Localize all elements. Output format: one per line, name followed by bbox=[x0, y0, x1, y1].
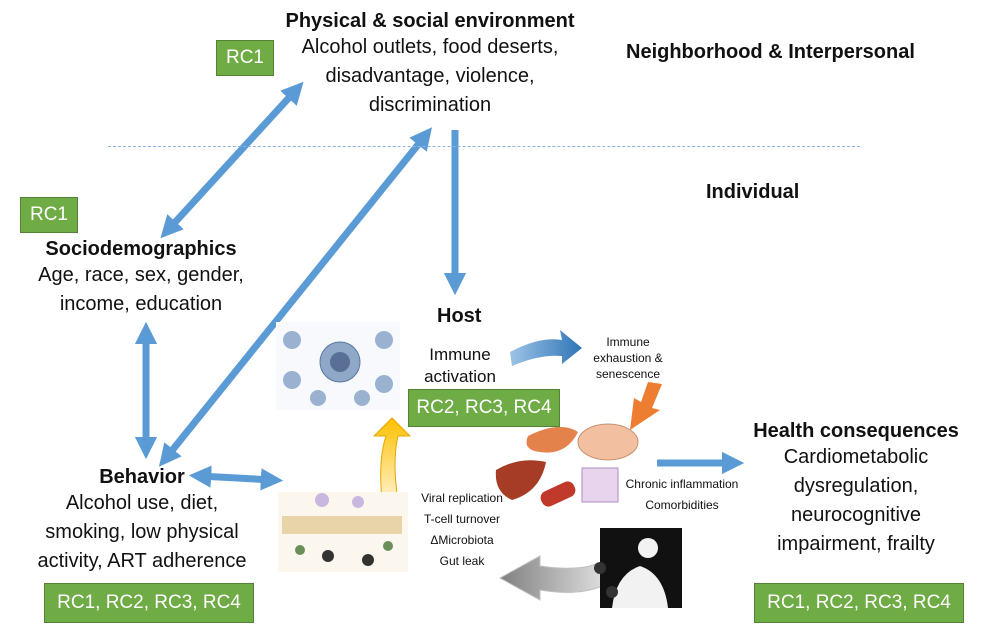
socio-block: Sociodemographics Age, race, sex, gender… bbox=[10, 238, 272, 319]
health-line-4: impairment, frailty bbox=[777, 533, 935, 555]
environment-title: Physical & social environment bbox=[285, 10, 575, 32]
pathway-1: Viral replication bbox=[421, 491, 503, 505]
environment-line-3: discrimination bbox=[368, 94, 492, 116]
environment-line-2: disadvantage, violence, bbox=[325, 65, 535, 87]
health-line-3: neurocognitive bbox=[790, 504, 922, 526]
gut-illustration bbox=[278, 492, 408, 572]
pathway-2: T-cell turnover bbox=[423, 512, 501, 526]
exhaustion-line-3: senescence bbox=[595, 367, 661, 381]
host-line-2: activation bbox=[424, 367, 496, 386]
behavior-gut-arrow bbox=[188, 465, 284, 491]
behavior-badge: RC1, RC2, RC3, RC4 bbox=[44, 583, 254, 623]
env-behavior-arrow bbox=[158, 127, 433, 467]
health-line-2: dysregulation, bbox=[793, 475, 919, 497]
outcomes-label: Chronic inflammation Comorbidities bbox=[620, 474, 744, 516]
health-line-1: Cardiometabolic bbox=[783, 446, 929, 468]
exhaustion-line-1: Immune bbox=[606, 335, 650, 349]
outcome-1: Chronic inflammation bbox=[625, 477, 739, 491]
environment-block: Physical & social environment Alcohol ou… bbox=[260, 10, 600, 120]
pathway-3: ΔMicrobiota bbox=[430, 533, 494, 547]
organs-illustration bbox=[495, 423, 639, 507]
health-title: Health consequences bbox=[753, 420, 959, 442]
host-activation: Immune activation bbox=[412, 344, 508, 388]
pathways-label: Viral replication T-cell turnover ΔMicro… bbox=[416, 488, 508, 572]
blue-curved-arrow bbox=[510, 330, 582, 366]
host-line-1: Immune bbox=[429, 345, 491, 364]
level-neighborhood: Neighborhood & Interpersonal bbox=[626, 41, 915, 63]
outcome-2: Comorbidities bbox=[645, 498, 719, 512]
socio-title: Sociodemographics bbox=[45, 238, 237, 260]
level-individual: Individual bbox=[706, 181, 800, 203]
exhaustion-label: Immune exhaustion & senescence bbox=[578, 334, 678, 382]
health-block: Health consequences Cardiometabolic dysr… bbox=[738, 420, 974, 559]
health-badge: RC1, RC2, RC3, RC4 bbox=[754, 583, 964, 623]
socio-line-1: Age, race, sex, gender, bbox=[38, 264, 244, 286]
behavior-line-3: activity, ART adherence bbox=[37, 550, 247, 572]
behavior-title: Behavior bbox=[99, 466, 185, 488]
yellow-arrow bbox=[372, 417, 412, 501]
exhaustion-line-2: exhaustion & bbox=[593, 351, 663, 365]
immune-cells-illustration bbox=[276, 322, 400, 410]
orange-arrow bbox=[630, 382, 662, 430]
pathway-4: Gut leak bbox=[439, 554, 485, 568]
host-title: Host bbox=[437, 305, 482, 327]
host-badge: RC2, RC3, RC4 bbox=[408, 389, 560, 427]
environment-badge: RC1 bbox=[216, 40, 274, 76]
environment-line-1: Alcohol outlets, food deserts, bbox=[301, 36, 559, 58]
drinker-silhouette bbox=[594, 528, 682, 608]
behavior-block: Behavior Alcohol use, diet, smoking, low… bbox=[14, 466, 270, 576]
level-divider bbox=[108, 146, 860, 147]
behavior-line-2: smoking, low physical bbox=[45, 521, 239, 543]
behavior-line-1: Alcohol use, diet, bbox=[65, 492, 219, 514]
socio-badge: RC1 bbox=[20, 197, 78, 233]
socio-line-2: income, education bbox=[59, 293, 223, 315]
